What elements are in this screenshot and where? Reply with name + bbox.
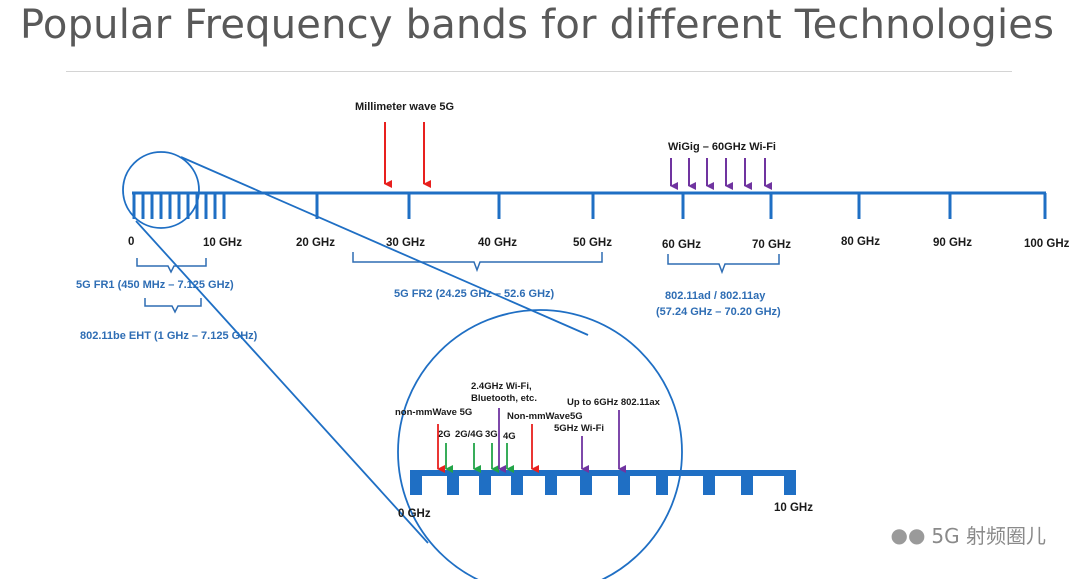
tick-label-90: 90 GHz [933,237,972,249]
tick-label-20: 20 GHz [296,237,335,249]
wigig-arrows [670,158,772,190]
zoom-axis [410,470,796,495]
main-tick-labels: 0 10 GHz 20 GHz 30 GHz 40 GHz 50 GHz 60 … [128,236,1070,251]
fr2-brace [352,252,603,273]
zoom-small-circle [122,151,200,229]
band-braces [136,252,780,314]
non-mmwave-label: non-mmWave 5G [395,407,472,418]
zoom-tick [511,470,523,495]
tick-label-60: 60 GHz [662,239,701,251]
non-mmwave2-label: Non-mmWave5G [507,411,583,422]
tick-label-0: 0 [128,236,134,248]
zoom-lens [122,151,683,579]
wifi5-label: 5GHz Wi-Fi [554,423,604,434]
zoom-tick [784,470,796,495]
zoom-tick [479,470,491,495]
zoom-connector-lower [135,220,429,544]
wechat-icon: ●● [890,522,926,547]
zoom-red-arrows [437,424,539,473]
zoom-tick [618,470,630,495]
label-2g: 2G [438,429,451,440]
zoom-purple-arrows [498,408,626,473]
fr1-brace [136,258,207,274]
ad-label-line2: (57.24 GHz – 70.20 GHz) [656,306,781,318]
up-to-6ghz-label: Up to 6GHz 802.11ax [567,397,661,408]
fr1-label: 5G FR1 (450 MHz – 7.125 GHz) [76,279,234,291]
zoom-tick [545,470,557,495]
zoom-end-label: 10 GHz [774,502,813,514]
mmwave-label: Millimeter wave 5G [355,101,454,113]
slide-title: Popular Frequency bands for different Te… [20,2,1055,48]
zoom-green-arrows [445,443,514,473]
zoom-start-label: 0 GHz [398,508,431,520]
wigig-label: WiGig – 60GHz Wi-Fi [668,141,776,153]
watermark-text: 5G 射频圈儿 [931,524,1046,548]
tick-label-80: 80 GHz [841,236,880,248]
title-divider [66,71,1012,72]
ad-label-line1: 802.11ad / 802.11ay [665,290,766,302]
main-frequency-axis [132,191,1047,219]
eht-brace [144,298,202,314]
tick-label-10: 10 GHz [203,237,242,249]
zoom-tick [447,470,459,495]
label-3g: 3G [485,429,498,440]
tick-label-50: 50 GHz [573,237,612,249]
tick-label-100: 100 GHz [1024,238,1070,250]
watermark: ●● 5G 射频圈儿 [891,520,1047,549]
mmwave-arrows [384,122,431,188]
tick-label-30: 30 GHz [386,237,425,249]
zoom-tick [410,470,422,495]
tick-label-70: 70 GHz [752,239,791,251]
zoom-connector-upper [180,156,589,336]
zoom-large-circle [397,309,683,579]
zoom-tick [703,470,715,495]
wifi24-label-line1: 2.4GHz Wi-Fi, [471,381,532,392]
label-2g4g: 2G/4G [455,429,483,440]
zoom-tick [656,470,668,495]
fr2-label: 5G FR2 (24.25 GHz – 52.6 GHz) [394,288,555,300]
ad-brace [667,254,780,275]
wifi24-label-line2: Bluetooth, etc. [471,393,537,404]
label-4g: 4G [503,431,516,442]
eht-label: 802.11be EHT (1 GHz – 7.125 GHz) [80,330,258,342]
zoom-tick [580,470,592,495]
zoom-tick [741,470,753,495]
tick-label-40: 40 GHz [478,237,517,249]
